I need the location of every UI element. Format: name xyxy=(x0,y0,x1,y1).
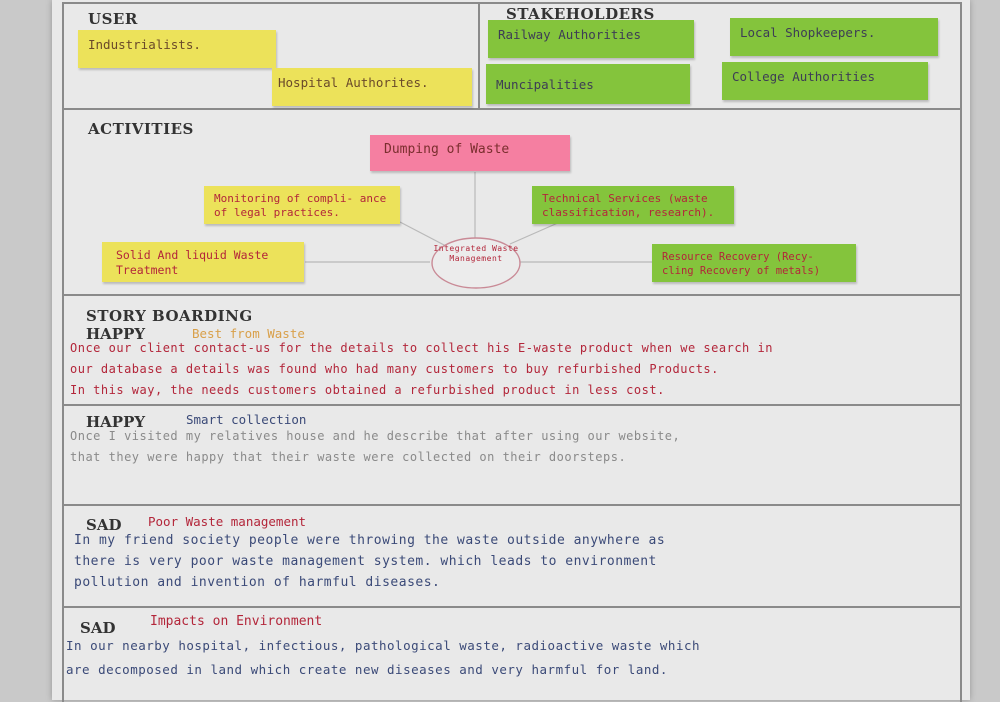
story-4-mood: SAD xyxy=(80,619,116,637)
story-3-text: In my friend society people were throwin… xyxy=(74,530,665,593)
center-node-label: Integrated Waste Management xyxy=(433,244,519,263)
storyboarding-heading: STORY BOARDING xyxy=(86,307,253,325)
story-2-text: Once I visited my relatives house and he… xyxy=(70,426,680,468)
divider-user-stakeholders xyxy=(478,2,480,108)
sticky-note-hospital-authorities: Hospital Authorites. xyxy=(272,68,472,106)
poster-sheet xyxy=(52,0,970,700)
sticky-note-technical-services: Technical Services (waste classification… xyxy=(532,186,734,224)
divider-top xyxy=(62,108,960,110)
stakeholders-heading: STAKEHOLDERS xyxy=(506,5,655,23)
story-1-mood: HAPPY xyxy=(86,325,146,343)
story-1-line-2: our database a details was found who had… xyxy=(70,362,719,376)
story-1-text: Once our client contact-us for the detai… xyxy=(70,338,773,401)
canvas-frame xyxy=(62,2,962,702)
activities-heading: ACTIVITIES xyxy=(88,120,194,138)
sticky-note-municipalities: Muncipalities xyxy=(486,64,690,104)
sticky-note-industrialists: Industrialists. xyxy=(78,30,276,68)
story-3-line-1: In my friend society people were throwin… xyxy=(74,533,666,548)
story-4-title: Impacts on Environment xyxy=(150,614,323,629)
story-4-line-2: are decomposed in land which create new … xyxy=(66,662,668,677)
story-2-line-2: that they were happy that their waste we… xyxy=(70,450,627,464)
sticky-note-waste-treatment: Solid And liquid Waste Treatment xyxy=(102,242,304,282)
story-3-title: Poor Waste management xyxy=(148,514,307,529)
sticky-note-monitoring: Monitoring of compli- ance of legal prac… xyxy=(204,186,400,224)
story-4-text: In our nearby hospital, infectious, path… xyxy=(66,634,700,682)
divider-story-1 xyxy=(62,404,960,406)
story-1-line-1: Once our client contact-us for the detai… xyxy=(70,341,773,355)
story-3-line-2: there is very poor waste management syst… xyxy=(74,554,657,569)
divider-story-2 xyxy=(62,504,960,506)
story-3-mood: SAD xyxy=(86,516,122,534)
sticky-note-college-authorities: College Authorities xyxy=(722,62,928,100)
story-2-title: Smart collection xyxy=(186,412,307,427)
sticky-note-resource-recovery: Resource Recovery (Recy- cling Recovery … xyxy=(652,244,856,282)
sticky-note-dumping-waste: Dumping of Waste xyxy=(370,135,570,171)
sticky-note-railway-authorities: Railway Authorities xyxy=(488,20,694,58)
link-monitoring xyxy=(399,221,447,247)
story-2-line-1: Once I visited my relatives house and he… xyxy=(70,429,681,443)
divider-story-3 xyxy=(62,606,960,608)
link-technical xyxy=(509,221,561,245)
user-heading: USER xyxy=(88,10,138,28)
story-1-title: Best from Waste xyxy=(192,326,305,341)
sticky-note-local-shopkeepers: Local Shopkeepers. xyxy=(730,18,938,56)
story-3-line-3: pollution and invention of harmful disea… xyxy=(74,575,441,590)
story-1-line-3: In this way, the needs customers obtaine… xyxy=(70,383,665,397)
center-node xyxy=(431,237,521,289)
divider-activities xyxy=(62,294,960,296)
story-2-mood: HAPPY xyxy=(86,413,146,431)
story-4-line-1: In our nearby hospital, infectious, path… xyxy=(66,638,701,653)
